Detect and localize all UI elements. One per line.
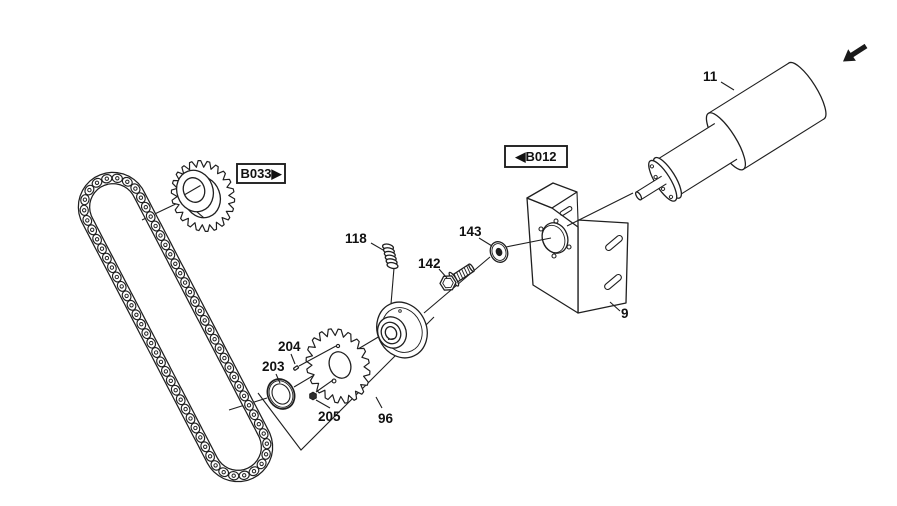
ref-label-b012: ◀B012: [514, 149, 556, 164]
pin-hole: [335, 343, 341, 349]
bolt-142: [439, 263, 475, 291]
callout-205: 205: [318, 409, 341, 424]
bracket-slot: [605, 234, 623, 252]
tensioner-hub: [376, 301, 428, 359]
callout-leaders: [275, 81, 735, 409]
sprocket-bore: [182, 177, 206, 203]
callout-9: 9: [621, 306, 629, 321]
drive-sprocket: [170, 160, 236, 232]
callout-118: 118: [345, 231, 367, 246]
direction-arrow-icon: [843, 43, 868, 62]
spring-118: [381, 243, 399, 270]
hub-keyway: [387, 338, 395, 340]
pin-204: [293, 365, 300, 371]
roller-chain: [77, 171, 274, 483]
washer-143: [489, 241, 509, 263]
motor: [634, 61, 827, 202]
bracket-slot: [604, 273, 622, 291]
callout-96: 96: [378, 411, 394, 426]
ref-box-b012: ◀B012: [504, 145, 568, 168]
axis-lines-right: [505, 192, 634, 248]
callout-142: 142: [418, 256, 441, 271]
nut-205: [309, 391, 317, 401]
mounting-bracket: [526, 182, 629, 314]
callout-204: 204: [278, 339, 301, 354]
callout-203: 203: [262, 359, 285, 374]
motor-shaft: [636, 176, 667, 200]
sprocket-center-hole: [328, 351, 352, 379]
tensioner-sprocket: [298, 328, 371, 404]
ref-box-b033: B033▶: [236, 163, 286, 184]
ref-label-b033: B033▶: [240, 166, 282, 181]
callout-11: 11: [703, 69, 718, 84]
callout-143: 143: [459, 224, 482, 239]
ring-203: [266, 378, 296, 410]
assembly-96-bracket-line: [257, 316, 435, 451]
bracket-slot: [559, 206, 573, 216]
spring-to-hub-leader: [390, 267, 395, 305]
keyway: [184, 185, 201, 195]
